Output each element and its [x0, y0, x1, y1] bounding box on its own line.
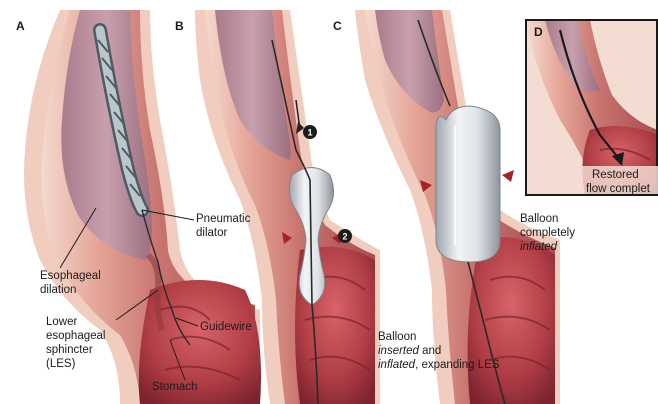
svg-text:flow complet: flow complet	[586, 183, 651, 195]
label-pneumatic-dilator: Pneumatic dilator	[196, 213, 251, 239]
svg-text:inflated, expanding LES: inflated, expanding LES	[378, 359, 500, 371]
svg-text:inflated: inflated	[520, 241, 558, 253]
panel-letter-b: B	[175, 19, 184, 33]
svg-text:1: 1	[307, 128, 312, 138]
svg-text:esophageal: esophageal	[46, 330, 105, 342]
svg-text:(LES): (LES)	[46, 358, 76, 370]
label-balloon-completely-inflated: Balloon completely inflated	[520, 213, 575, 253]
label-stomach: Stomach	[152, 381, 197, 393]
svg-text:inserted and: inserted and	[378, 345, 441, 357]
step-marker-2: 2	[338, 229, 352, 243]
label-restored-flow: Restored flow complet	[582, 166, 658, 195]
svg-text:Esophageal: Esophageal	[40, 270, 101, 282]
svg-text:2: 2	[342, 232, 347, 242]
svg-text:dilator: dilator	[196, 227, 227, 239]
step-marker-1: 1	[303, 125, 317, 139]
svg-text:Restored: Restored	[592, 169, 639, 181]
svg-text:Balloon: Balloon	[378, 331, 416, 343]
label-guidewire: Guidewire	[200, 321, 252, 333]
panel-letter-d: D	[534, 25, 543, 39]
svg-text:Lower: Lower	[46, 316, 77, 328]
panel-letter-c: C	[333, 19, 342, 33]
svg-text:sphincter: sphincter	[46, 344, 93, 356]
svg-text:Balloon: Balloon	[520, 213, 558, 225]
svg-text:completely: completely	[520, 227, 575, 239]
panel-letter-a: A	[16, 19, 25, 33]
svg-text:dilation: dilation	[40, 284, 76, 296]
svg-text:Pneumatic: Pneumatic	[196, 213, 251, 225]
